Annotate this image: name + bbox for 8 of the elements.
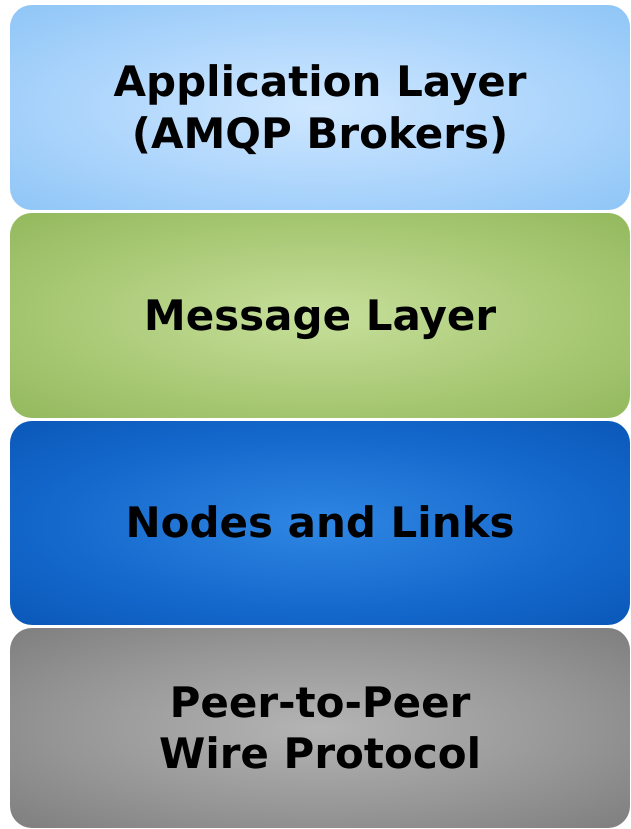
layer-box [10,213,630,418]
layer-label: Peer-to-Peer Wire Protocol [158,676,482,780]
layer-label: Message Layer [142,290,498,342]
layer-box [10,421,630,625]
layer-box [10,5,630,210]
layer-label: Application Layer (AMQP Brokers) [112,56,528,159]
layer-box [10,628,630,828]
layer-label: Nodes and Links [124,497,516,549]
